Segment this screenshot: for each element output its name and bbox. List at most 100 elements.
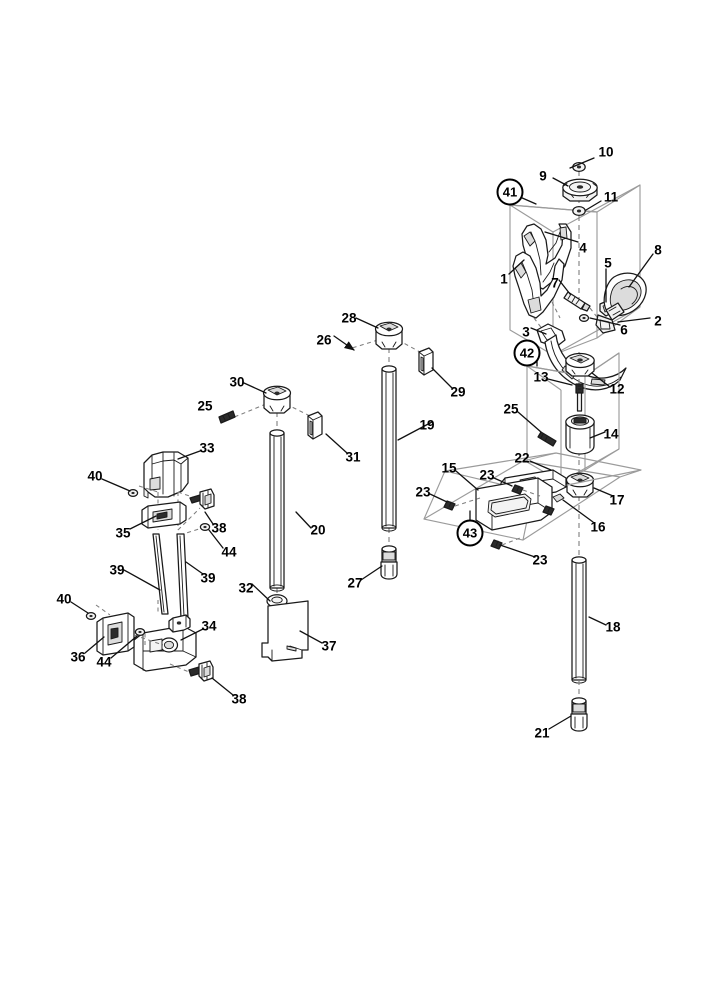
part-25-set-screw-left bbox=[218, 410, 236, 424]
callout-22: 22 bbox=[514, 450, 530, 466]
axis-7-to-arm bbox=[589, 307, 601, 322]
part-38-thumb-screw-lower bbox=[188, 660, 214, 682]
part-36-side-bracket bbox=[96, 612, 135, 656]
callout-18: 18 bbox=[605, 619, 621, 635]
part-11-lower-washer bbox=[572, 205, 586, 217]
callout-26: 26 bbox=[316, 332, 332, 348]
callout-15: 15 bbox=[441, 460, 457, 476]
part-40-washer-upper bbox=[127, 488, 139, 498]
callout-6: 6 bbox=[620, 322, 628, 338]
callout-32: 32 bbox=[238, 580, 254, 596]
callout-11: 11 bbox=[603, 189, 619, 205]
callout-35: 35 bbox=[115, 525, 131, 541]
callout-23: 23 bbox=[415, 484, 431, 500]
callout-2: 2 bbox=[654, 313, 662, 329]
callout-3: 3 bbox=[522, 324, 530, 340]
callout-23: 23 bbox=[532, 552, 548, 568]
callout-40: 40 bbox=[87, 468, 103, 484]
callout-28: 28 bbox=[341, 310, 357, 326]
part-2-trigger-lever bbox=[595, 314, 616, 334]
part-23-plate-screw-d bbox=[542, 505, 555, 516]
callout-40: 40 bbox=[56, 591, 72, 607]
part-27-tube-end-fitting-center bbox=[380, 545, 398, 580]
axis-26-to-28 bbox=[351, 339, 379, 349]
assembly-callout-43: 43 bbox=[456, 519, 484, 547]
part-7-shoulder-bolt bbox=[563, 291, 591, 312]
part-44-washer-upper bbox=[199, 522, 211, 532]
axis-35-to-38b bbox=[177, 507, 201, 531]
callout-39: 39 bbox=[109, 562, 125, 578]
callout-44: 44 bbox=[221, 544, 237, 560]
part-25-set-screw-right bbox=[537, 431, 557, 447]
axis-25-to-30 bbox=[231, 403, 267, 419]
part-39-slide-rail-right bbox=[176, 533, 189, 619]
callout-9: 9 bbox=[539, 168, 547, 184]
callout-5: 5 bbox=[604, 255, 612, 271]
callout-29: 29 bbox=[450, 384, 466, 400]
callout-21: 21 bbox=[534, 725, 550, 741]
part-44-washer-lower bbox=[134, 627, 146, 637]
assembly-callout-42: 42 bbox=[513, 339, 541, 367]
callout-16: 16 bbox=[590, 519, 606, 535]
callout-20: 20 bbox=[310, 522, 326, 538]
part-23-plate-screw-c bbox=[490, 539, 503, 550]
callout-12: 12 bbox=[609, 381, 625, 397]
axis-23c bbox=[501, 537, 521, 546]
callout-4: 4 bbox=[579, 240, 587, 256]
part-15-mounting-plate bbox=[475, 477, 553, 531]
callout-19: 19 bbox=[419, 417, 435, 433]
part-33-upper-housing bbox=[143, 451, 189, 499]
callout-37: 37 bbox=[321, 638, 337, 654]
part-13-spring-pin bbox=[575, 383, 584, 412]
callout-25: 25 bbox=[503, 401, 519, 417]
callout-25: 25 bbox=[197, 398, 213, 414]
part-34-clamp-nub bbox=[168, 614, 191, 633]
part-17-split-clamp bbox=[565, 472, 595, 498]
part-38-thumb-screw-upper bbox=[189, 488, 215, 510]
part-39-slide-rail-left bbox=[152, 533, 169, 615]
callout-33: 33 bbox=[199, 440, 215, 456]
callout-31: 31 bbox=[345, 449, 361, 465]
part-6-pivot-pin bbox=[578, 313, 590, 323]
axis-40b-to-36 bbox=[95, 604, 111, 616]
callout-10: 10 bbox=[598, 144, 614, 160]
callout-7: 7 bbox=[551, 275, 559, 291]
part-20-long-tube-left bbox=[269, 429, 285, 592]
part-30-collar-clamp-left bbox=[262, 385, 292, 414]
part-21-tube-end-fitting-right bbox=[570, 697, 588, 732]
part-1-upper-fork-lever bbox=[512, 251, 565, 319]
callout-36: 36 bbox=[70, 649, 86, 665]
part-29-wedge-block-center bbox=[418, 347, 434, 376]
part-28-collar-clamp-center bbox=[374, 321, 404, 350]
callout-8: 8 bbox=[654, 242, 662, 258]
part-37-flat-panel-plate bbox=[261, 600, 309, 662]
callout-38: 38 bbox=[231, 691, 247, 707]
callout-30: 30 bbox=[229, 374, 245, 390]
callout-38: 38 bbox=[211, 520, 227, 536]
part-40-washer-lower bbox=[85, 611, 97, 621]
axis-23b bbox=[522, 489, 541, 497]
axis-4-to-3 bbox=[551, 301, 561, 319]
callout-1: 1 bbox=[500, 271, 508, 287]
part-16-center-shaft-guide bbox=[552, 493, 565, 503]
part-23-plate-screw-a bbox=[443, 500, 456, 511]
axis-40a-to-33 bbox=[138, 485, 159, 493]
part-12-clamp-collar bbox=[565, 352, 595, 377]
part-35-upper-retainer-clip bbox=[141, 501, 187, 529]
part-31-wedge-block-left bbox=[307, 411, 323, 440]
part-34-lower-housing bbox=[133, 625, 197, 672]
part-9-knob-cap bbox=[562, 178, 598, 202]
part-10-upper-washer bbox=[572, 161, 586, 173]
callout-14: 14 bbox=[603, 426, 619, 442]
callout-44: 44 bbox=[96, 654, 112, 670]
part-8-handle-grip bbox=[603, 272, 647, 321]
part-14-socket-sleeve bbox=[565, 414, 595, 455]
axis-36-to-34 bbox=[133, 634, 164, 646]
part-23-plate-screw-b bbox=[511, 484, 524, 495]
callout-17: 17 bbox=[609, 492, 625, 508]
part-19-long-tube-center bbox=[381, 365, 397, 532]
callout-34: 34 bbox=[201, 618, 217, 634]
part-26-set-screw-center bbox=[333, 335, 355, 351]
